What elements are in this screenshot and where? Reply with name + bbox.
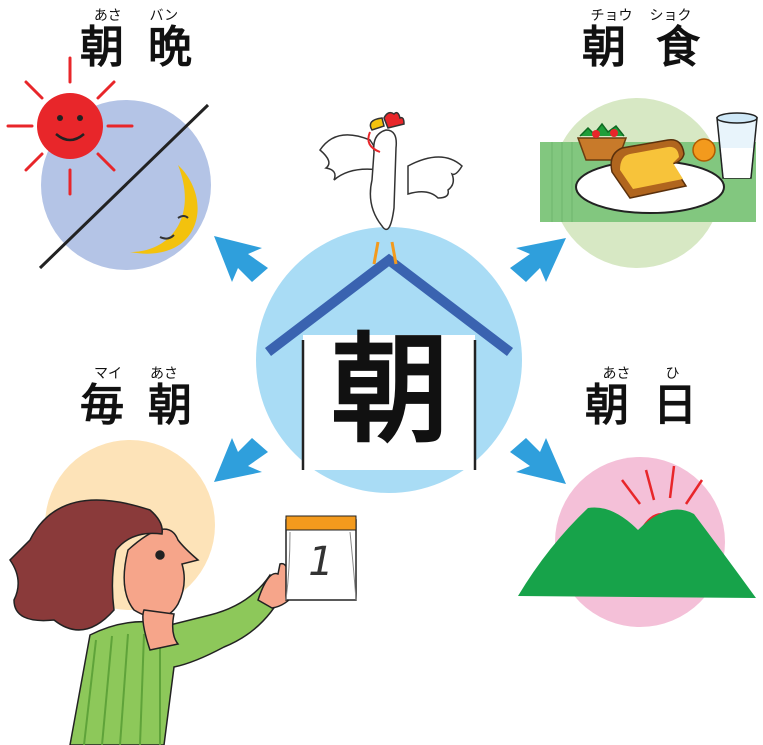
word-asahi: あさ ひ 朝日 <box>585 366 697 430</box>
kanji-hi: 日 <box>653 380 697 431</box>
arrow-top-left <box>214 236 268 282</box>
moon-icon <box>130 165 198 254</box>
orange-icon <box>692 138 716 162</box>
ruby-asa: あさ <box>93 8 122 24</box>
ruby-ban: バン <box>149 8 179 24</box>
arrow-top-right <box>510 238 566 282</box>
kanji-asa2: 朝 <box>148 380 192 431</box>
ruby-chou: チョウ <box>590 8 633 24</box>
word-maiasa: マイ あさ 毎朝 <box>80 366 192 430</box>
roof <box>264 253 514 356</box>
kanji-ban: 晩 <box>148 22 192 73</box>
kanji-chou: 朝 <box>582 22 626 73</box>
kanji-asa3: 朝 <box>585 380 629 431</box>
calendar-icon <box>285 515 357 601</box>
arrow-bottom-left <box>214 438 268 482</box>
ruby-asa2: あさ <box>150 366 178 382</box>
milk-glass-icon <box>716 112 758 179</box>
kanji-shoku: 食 <box>656 22 700 73</box>
arrow-bottom-right <box>510 438 566 484</box>
kanji-asa: 朝 <box>80 22 124 73</box>
center-kanji: 朝 <box>330 320 449 459</box>
word-choushoku: チョウショク 朝食 <box>582 8 700 72</box>
ruby-asa3: あさ <box>602 366 631 382</box>
person-icon <box>9 499 301 745</box>
divider-line <box>38 103 210 270</box>
word-asaban: あさ バン 朝晩 <box>80 8 192 72</box>
ruby-shoku: ショク <box>649 8 692 24</box>
ruby-hi: ひ <box>665 366 680 382</box>
sun-icon <box>6 56 134 196</box>
mountain-icon <box>518 507 756 598</box>
toast-icon <box>610 139 688 199</box>
calendar-day: 1 <box>308 539 334 585</box>
house-body <box>303 335 475 470</box>
rooster-icon <box>319 111 463 265</box>
ruby-mai: マイ <box>94 366 122 382</box>
kanji-mai: 毎 <box>80 380 124 431</box>
